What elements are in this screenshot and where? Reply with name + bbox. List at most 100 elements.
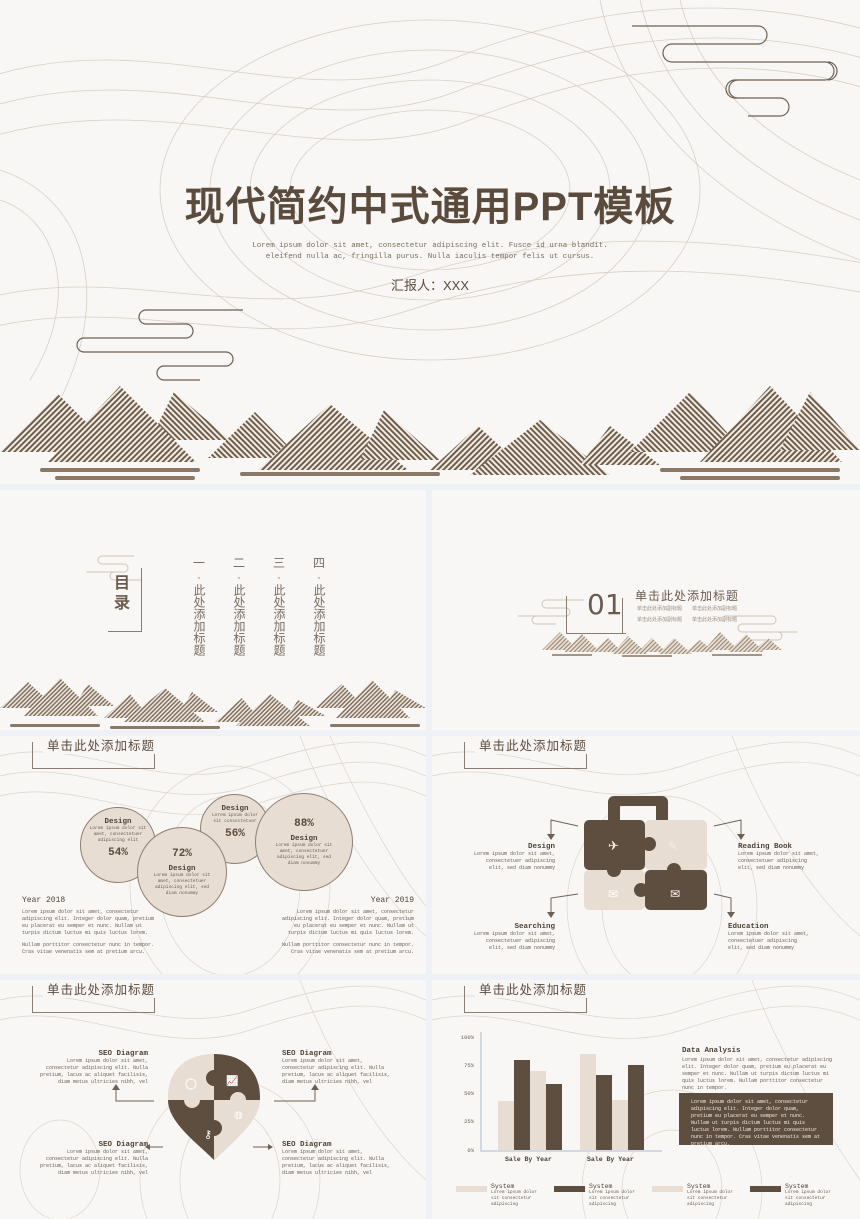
connector-arrows — [112, 1084, 319, 1150]
bag-item-text: Lorem ipsum dolor sit amet, consectetuer… — [473, 931, 555, 951]
slide-title-box[interactable]: 单击此处添加标题 — [32, 980, 160, 1013]
circle-text: Lorem ipsum dolor sit amet, consectetuer… — [153, 873, 211, 896]
chart-slide: 单击此处添加标题 100% 75% 50% 25% 0% Sale By Yea… — [432, 980, 860, 1219]
seo-item-text: Lorem ipsum dolor sit amet, consectetur … — [282, 1058, 391, 1085]
circle-title: Design — [168, 865, 196, 873]
legend-label: System — [491, 1183, 515, 1190]
slide-title: 单击此处添加标题 — [43, 736, 160, 754]
seo-item-title: SEO Diagram — [98, 1050, 148, 1058]
chart-bar — [628, 1065, 644, 1150]
y-tick: 50% — [464, 1090, 474, 1097]
bar-plot-area — [482, 1037, 662, 1150]
cloud-ornament-icon — [86, 555, 142, 581]
circle-percent: 54% — [108, 847, 128, 859]
bag-item-text: Lorem ipsum dolor sit amet, consectetuer… — [738, 851, 820, 871]
mountains-illustration — [0, 386, 860, 480]
chart-bar — [580, 1053, 596, 1150]
seo-item: SEO Diagram Lorem ipsum dolor sit amet, … — [38, 1050, 148, 1086]
seo-item-text: Lorem ipsum dolor sit amet, consectetur … — [39, 1149, 148, 1176]
toc-item-dot: · — [237, 570, 241, 584]
legend-swatch — [652, 1186, 683, 1192]
chart-bar — [612, 1100, 628, 1150]
toc-item-number: 一 — [192, 556, 205, 570]
basketball-icon: ◍ — [234, 1110, 243, 1121]
cloud-ornament-icon — [76, 309, 243, 381]
toc-item-number: 二 — [232, 556, 245, 570]
bag-item-text: Lorem ipsum dolor sit amet, consectetuer… — [473, 851, 555, 871]
toc-item[interactable]: 四 · 此处添加标题 — [312, 556, 326, 656]
chart-bar — [546, 1084, 562, 1150]
y-axis-line — [480, 1032, 482, 1152]
stat-circle: 72% Design Lorem ipsum dolor sit amet, c… — [137, 827, 227, 917]
section-slide: 01 单击此处添加标题 单击此处添加副标题 单击此处添加副标题 单击此处添加副标… — [432, 490, 860, 730]
seo-item: SEO Diagram Lorem ipsum dolor sit amet, … — [282, 1050, 392, 1086]
play-icon — [185, 1078, 197, 1090]
reporter-label[interactable]: 汇报人：XXX — [390, 278, 469, 293]
slide-title-box[interactable]: 单击此处添加标题 — [464, 980, 592, 1013]
toc-item-text: 此处添加标题 — [272, 584, 286, 656]
legend-label: System — [589, 1183, 613, 1190]
legend-swatch — [456, 1186, 487, 1192]
shield-puzzle-diagram: 📈 ◍ ⚷ — [168, 1054, 260, 1160]
x-category-label: Sale By Year — [587, 1156, 634, 1163]
toc-item[interactable]: 三 · 此处添加标题 — [272, 556, 286, 656]
slide-title-box[interactable]: 单击此处添加标题 — [464, 736, 592, 769]
year-text: Lorem ipsum dolor sit amet, consectetur … — [22, 909, 155, 936]
bag-item-text: Lorem ipsum dolor sit amet, consectetuer… — [728, 931, 810, 951]
toc-item-number: 三 — [272, 556, 285, 570]
x-axis-line — [480, 1150, 662, 1152]
cover-subtitle[interactable]: Lorem ipsum dolor sit amet, consectetur … — [0, 241, 860, 263]
highlight-box-text: Lorem ipsum dolor sit amet, consectetur … — [691, 1099, 821, 1147]
data-analysis-text: Lorem ipsum dolor sit amet, consectetur … — [682, 1057, 833, 1091]
section-subtitle[interactable]: 单击此处添加副标题 — [692, 617, 738, 623]
legend-text: Lorem ipsum dolor sit consectetur adipis… — [589, 1190, 635, 1207]
chart-bar — [596, 1075, 612, 1150]
briefcase-puzzle-diagram: ✈ ✎ ✉ ✉ — [584, 796, 707, 910]
toc-item[interactable]: 二 · 此处添加标题 — [232, 556, 246, 656]
year-block-left: Year 2018 Lorem ipsum dolor sit amet, co… — [22, 896, 158, 956]
cloud-ornament-icon — [724, 615, 798, 641]
data-analysis-block: Data Analysis Lorem ipsum dolor sit amet… — [682, 1047, 834, 1092]
cover-title[interactable]: 现代简约中式通用PPT模板 — [184, 185, 676, 229]
section-subtitle[interactable]: 单击此处添加副标题 — [692, 606, 738, 612]
section-title[interactable]: 单击此处添加标题 — [635, 589, 740, 603]
airplane-icon: ✈ — [608, 838, 619, 853]
pen-icon: ✎ — [668, 839, 678, 853]
toc-item-text: 此处添加标题 — [192, 584, 206, 656]
section-subtitle[interactable]: 单击此处添加副标题 — [637, 606, 683, 612]
section-subtitle[interactable]: 单击此处添加副标题 — [637, 617, 683, 623]
section-number: 01 — [587, 588, 623, 621]
slide-title-box[interactable]: 单击此处添加标题 — [32, 736, 160, 769]
bag-item: Reading Book Lorem ipsum dolor sit amet,… — [738, 843, 823, 872]
data-analysis-title: Data Analysis — [682, 1047, 741, 1055]
seo-item: SEO Diagram Lorem ipsum dolor sit amet, … — [38, 1141, 148, 1177]
legend-swatch — [554, 1186, 585, 1192]
chart-bar — [530, 1070, 546, 1150]
key-icon: ⚷ — [204, 1129, 212, 1141]
legend-label: System — [687, 1183, 711, 1190]
year-text: Nullam porttitor consectetur nunc in tem… — [22, 942, 155, 955]
y-tick: 75% — [464, 1062, 474, 1069]
bag-item: Design Lorem ipsum dolor sit amet, conse… — [472, 843, 555, 872]
legend-text: Lorem ipsum dolor sit consectetur adipis… — [687, 1190, 733, 1207]
circle-text: Lorem ipsum dolor sit amet, consectetuer… — [89, 826, 147, 843]
cover-subtitle-line: Lorem ipsum dolor sit amet, consectetur … — [252, 242, 608, 250]
seo-item-title: SEO Diagram — [282, 1141, 332, 1149]
y-tick: 100% — [460, 1034, 474, 1041]
slide-title: 单击此处添加标题 — [475, 980, 592, 998]
circles-slide: 单击此处添加标题 Design Lorem ipsum dolor sit am… — [0, 736, 426, 974]
y-tick: 25% — [464, 1118, 474, 1125]
seo-item-title: SEO Diagram — [98, 1141, 148, 1149]
cloud-ornament-icon — [632, 25, 838, 117]
toc-label-char: 录 — [114, 595, 131, 612]
toc-item[interactable]: 一 · 此处添加标题 — [192, 556, 206, 656]
growth-chart-icon: 📈 — [226, 1074, 238, 1087]
toc-label-frame — [108, 568, 142, 632]
seo-item-text: Lorem ipsum dolor sit amet, consectetur … — [282, 1149, 391, 1176]
circle-percent: 56% — [225, 828, 245, 840]
circle-title: Design — [290, 835, 318, 843]
section-number-frame — [566, 596, 626, 634]
bag-item-title: Reading Book — [738, 843, 793, 851]
cloud-ornament-icon — [518, 599, 584, 625]
toc-label: 目 录 — [114, 574, 130, 614]
